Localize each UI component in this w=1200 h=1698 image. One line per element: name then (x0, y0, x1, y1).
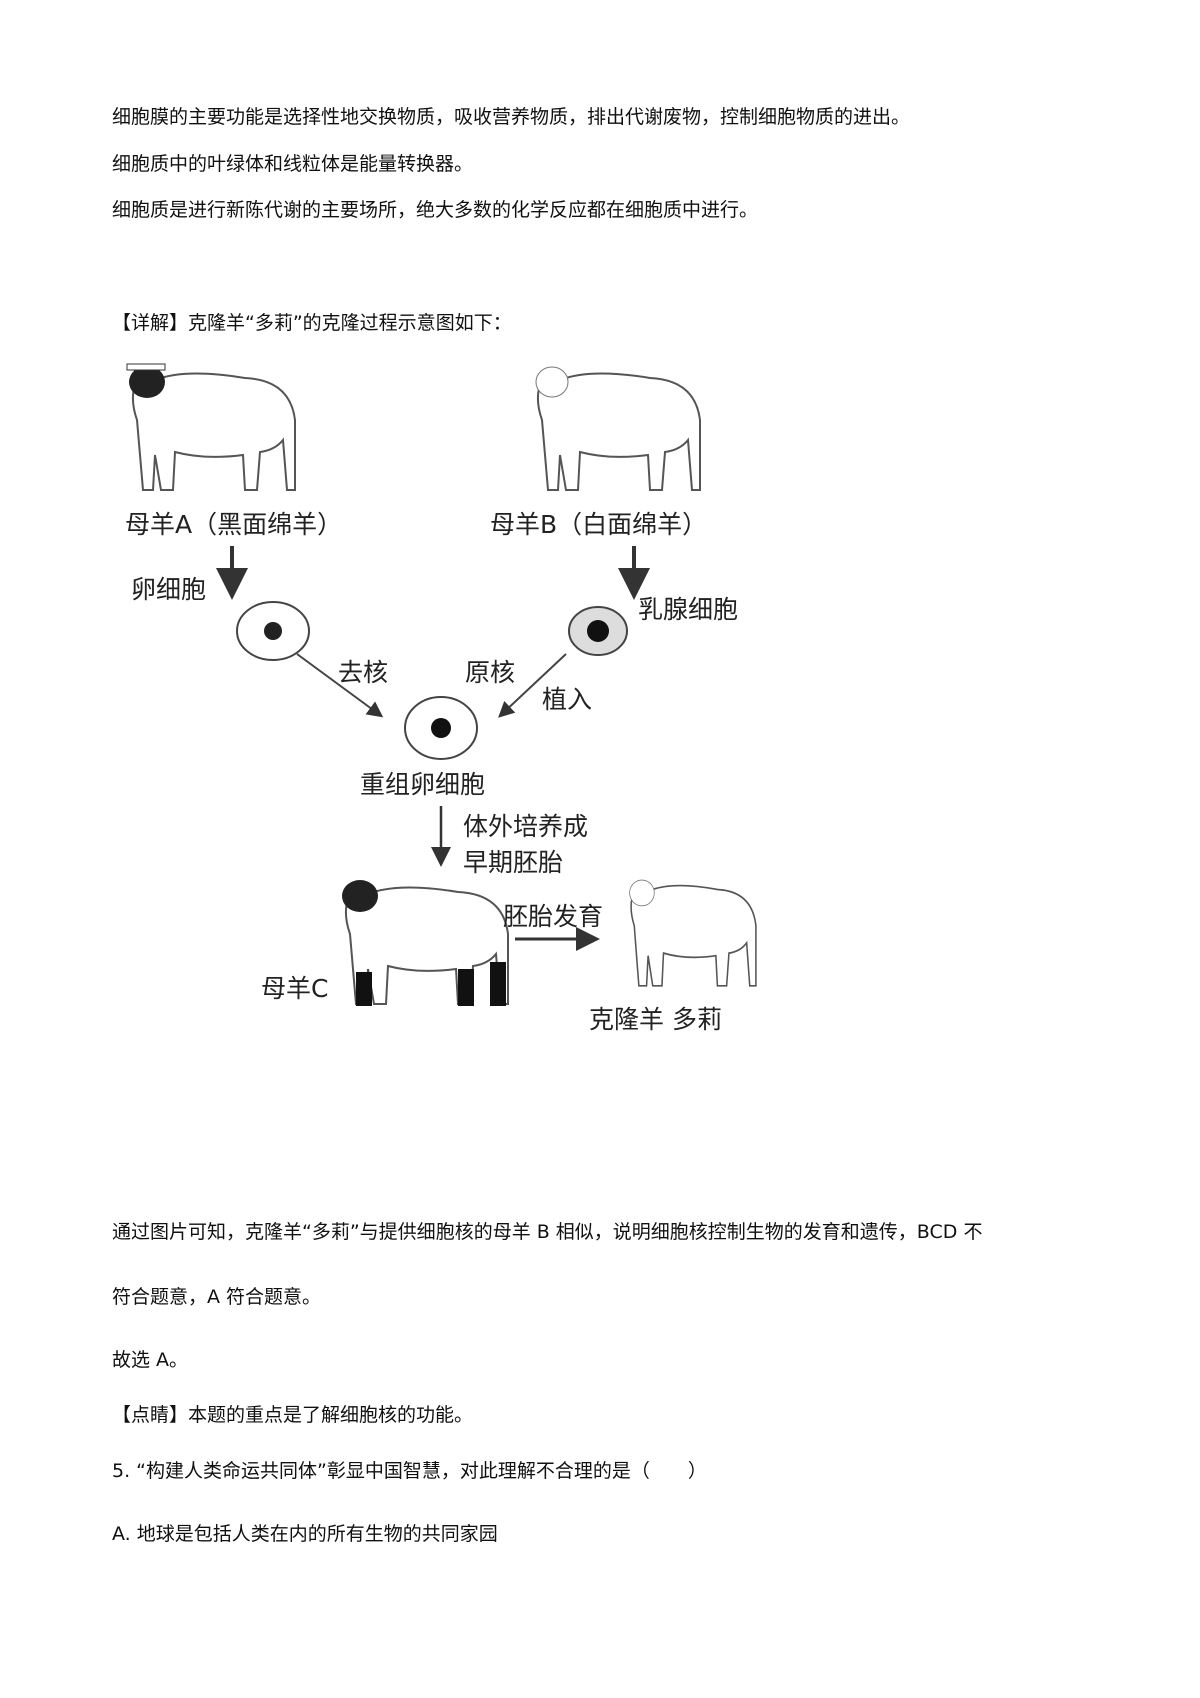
key-point: 【点睛】本题的重点是了解细胞核的功能。 (112, 1404, 474, 1426)
arrow-icon (498, 653, 567, 718)
question-5: 5. “构建人类命运共同体”彰显中国智慧，对此理解不合理的是（ ） (112, 1460, 707, 1482)
egg-cell-label: 卵细胞 (131, 575, 206, 604)
dolly-label: 克隆羊 多莉 (589, 1005, 722, 1034)
implant-label: 植入 (542, 685, 592, 714)
culture-label-2: 早期胚胎 (463, 848, 563, 877)
embryo-dev-label: 胚胎发育 (503, 902, 603, 931)
paragraph: 符合题意，A 符合题意。 (112, 1286, 322, 1308)
arrow-icon (296, 653, 384, 718)
explanation-heading: 【详解】克隆羊“多莉”的克隆过程示意图如下： (112, 312, 512, 334)
original-nucleus-label: 原核 (465, 658, 515, 687)
paragraph: 细胞质中的叶绿体和线粒体是能量转换器。 (112, 153, 474, 175)
remove-nucleus-label: 去核 (338, 658, 388, 687)
answer: 故选 A。 (112, 1349, 189, 1371)
sheep-b-illustration (535, 366, 701, 491)
recombined-egg-label: 重组卵细胞 (360, 770, 485, 799)
sheep-a-illustration (126, 363, 296, 491)
mammary-cell-label: 乳腺细胞 (638, 595, 738, 624)
sheep-c-illustration (342, 880, 509, 1006)
sheep-b-label: 母羊B（白面绵羊） (490, 510, 707, 539)
paragraph: 细胞质是进行新陈代谢的主要场所，绝大多数的化学反应都在细胞质中进行。 (112, 199, 759, 221)
culture-label: 体外培养成 (463, 812, 588, 841)
option-a: A. 地球是包括人类在内的所有生物的共同家园 (112, 1523, 498, 1545)
paragraph: 细胞膜的主要功能是选择性地交换物质，吸收营养物质，排出代谢废物，控制细胞物质的进… (112, 106, 911, 128)
dolly-illustration (629, 879, 757, 987)
sheep-c-label: 母羊C (261, 974, 328, 1003)
sheep-a-label: 母羊A（黑面绵羊） (125, 510, 342, 539)
paragraph: 通过图片可知，克隆羊“多莉”与提供细胞核的母羊 B 相似，说明细胞核控制生物的发… (112, 1221, 983, 1243)
